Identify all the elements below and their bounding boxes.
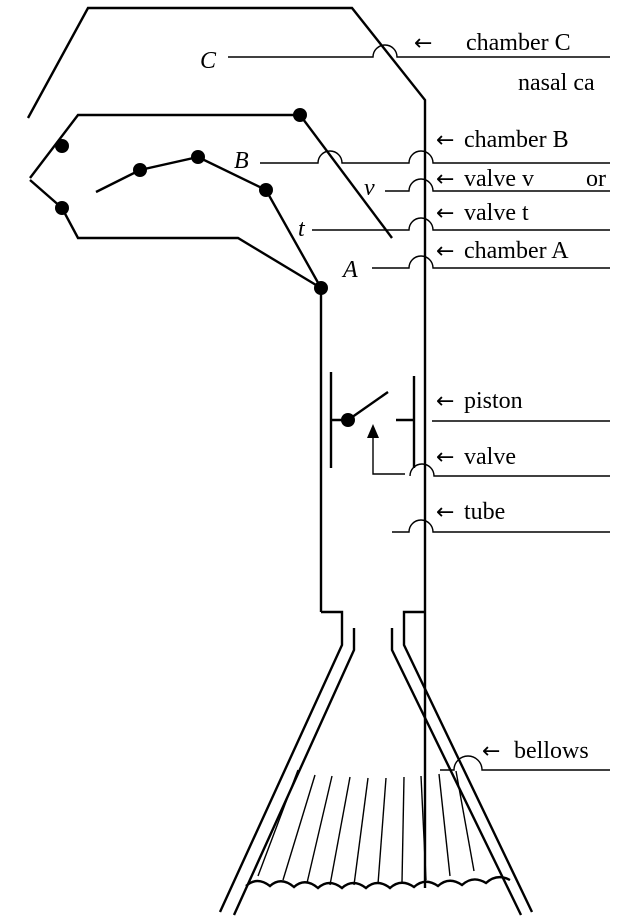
valve-flow-arrow	[372, 432, 405, 475]
piston-pivot-dot	[341, 413, 355, 427]
pivot-dot	[133, 163, 147, 177]
label-nasal-cavity: nasal ca	[518, 70, 595, 96]
pivot-dot	[293, 108, 307, 122]
leader-valve	[409, 463, 610, 477]
letter-b: B	[234, 148, 249, 174]
chamber-b-upper-wall	[29, 113, 300, 179]
label-piston: piston	[464, 388, 523, 414]
leader-chamber-a	[372, 255, 610, 269]
arrow-bellows: ←	[482, 739, 500, 764]
letter-a: A	[341, 257, 358, 283]
bellows-right-inner	[402, 632, 534, 913]
bellows-left-inner	[232, 628, 356, 916]
collar-left	[321, 610, 344, 632]
arrow-valve-v: ←	[436, 167, 454, 192]
lower-branch-wall	[29, 179, 323, 612]
arrow-chamber-a: ←	[436, 239, 454, 264]
leader-chamber-b	[260, 150, 610, 164]
pivot-dot	[55, 139, 69, 153]
label-valve-t: valve t	[464, 200, 529, 226]
pivot-dot	[55, 201, 69, 215]
label-chamber-a: chamber A	[464, 238, 569, 264]
label-bellows: bellows	[514, 738, 589, 764]
leader-bellows	[440, 755, 610, 771]
bellows-left-outer	[218, 632, 344, 913]
leader-valve-v	[385, 178, 610, 192]
arrow-valve: ←	[436, 445, 454, 470]
piston-valve-flap	[347, 391, 389, 421]
label-tube: tube	[464, 499, 505, 525]
arrow-valve-t: ←	[436, 201, 454, 226]
valve-v-flap	[299, 114, 393, 239]
label-oral: or	[586, 166, 606, 192]
bellows-pleats	[257, 769, 475, 886]
bellows-right-outer	[390, 628, 523, 916]
arrow-piston: ←	[436, 389, 454, 414]
label-valve-v: valve v	[464, 166, 534, 192]
leader-tube	[392, 519, 610, 533]
arrow-tube: ←	[436, 500, 454, 525]
letter-t: t	[298, 216, 306, 242]
arrow-chamber-c: ←	[414, 31, 432, 56]
collar-right	[402, 610, 425, 632]
valve-flow-arrowhead	[367, 424, 379, 438]
label-chamber-b: chamber B	[464, 127, 569, 153]
letter-c: C	[200, 48, 217, 74]
pivot-dot	[259, 183, 273, 197]
bellows-scalloped-base	[245, 875, 511, 890]
leader-chamber-c	[228, 44, 610, 58]
letter-v: v	[364, 175, 375, 201]
pivot-dot	[191, 150, 205, 164]
label-chamber-c: chamber C	[466, 30, 571, 56]
arrow-chamber-b: ←	[436, 128, 454, 153]
label-valve: valve	[464, 444, 516, 470]
leader-valve-t	[312, 217, 610, 231]
pivot-dot	[314, 281, 328, 295]
chamber-c-outline	[26, 6, 427, 888]
